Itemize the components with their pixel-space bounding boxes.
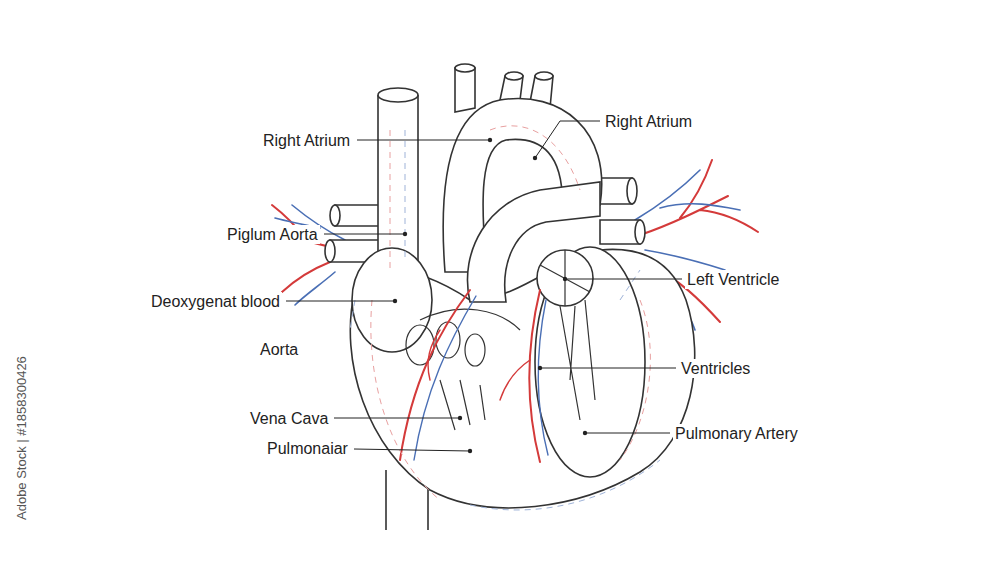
leader-lines [286,121,682,451]
heart-outline [325,64,695,530]
part-label: Left Ventricle [685,270,782,289]
valves-and-chordae [406,250,595,430]
part-label: Ventricles [679,359,752,378]
part-label: Aorta [258,340,300,359]
part-label: Pulmonary Artery [673,424,800,443]
leader-dots [393,138,587,453]
part-label: Right Atrium [261,131,352,150]
flow-lines [350,126,660,510]
part-label: Pulmonaiar [265,439,350,458]
watermark: Adobe Stock | #1858300426 [12,354,31,522]
coronary-vessels [400,290,548,462]
part-label: Vena Cava [248,409,330,428]
part-label: Deoxygenat blood [149,292,282,311]
part-label: Right Atrium [603,112,694,131]
part-label: Piglum Aorta [225,225,320,244]
